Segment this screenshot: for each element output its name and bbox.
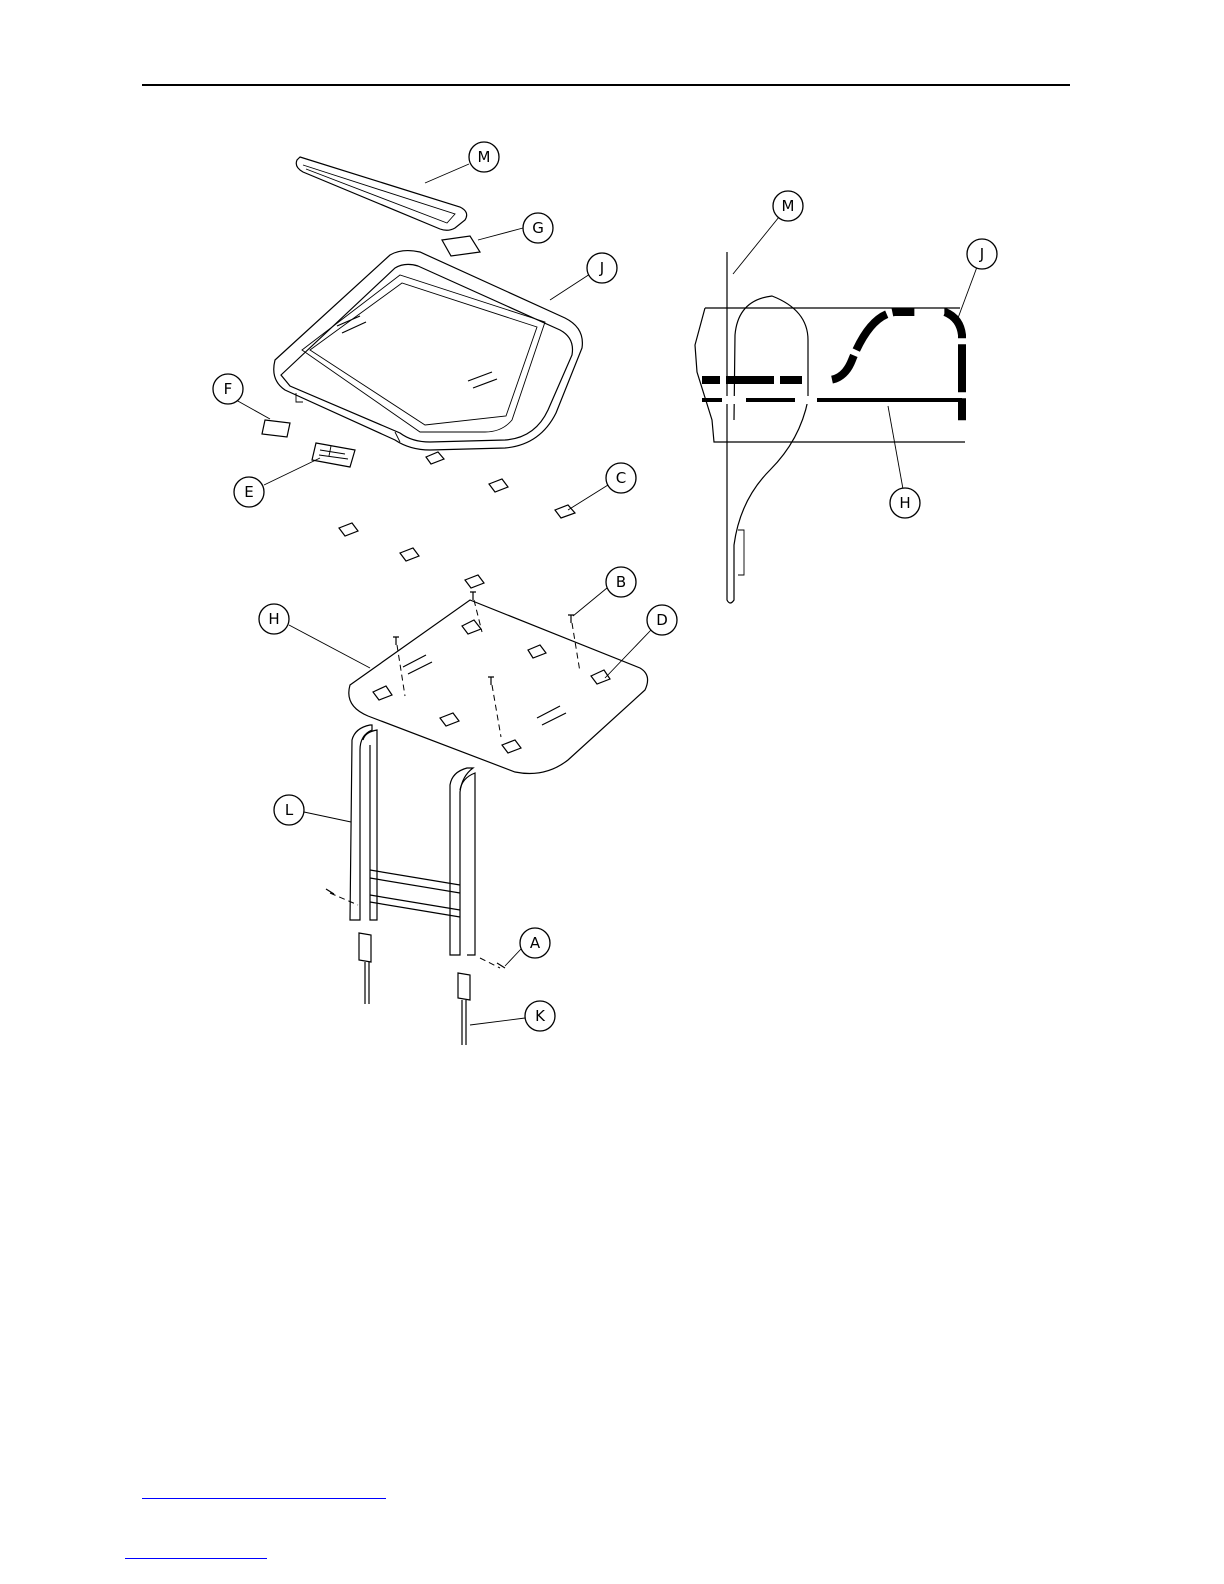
svg-text:K: K	[535, 1007, 546, 1025]
svg-text:L: L	[285, 801, 294, 819]
part-f-label	[262, 420, 290, 437]
callout-f: F	[213, 374, 243, 404]
svg-text:G: G	[532, 219, 544, 237]
svg-text:F: F	[224, 380, 233, 398]
svg-text:A: A	[530, 934, 541, 952]
callout-b: B	[606, 567, 636, 597]
callout-k: K	[525, 1001, 555, 1031]
callout-l: L	[274, 795, 304, 825]
svg-text:M: M	[782, 197, 795, 215]
svg-text:M: M	[478, 148, 491, 166]
svg-text:H: H	[899, 494, 910, 512]
svg-text:C: C	[616, 469, 626, 487]
svg-text:J: J	[979, 245, 984, 263]
part-c-pads	[339, 452, 575, 588]
exploded-view	[262, 157, 648, 1045]
part-h-seat-plate	[349, 592, 648, 774]
svg-text:J: J	[599, 259, 604, 277]
part-k-legs	[359, 933, 470, 1045]
callout-a: A	[520, 928, 550, 958]
footer-link-rule-2[interactable]	[125, 1558, 267, 1559]
callout-c: C	[606, 463, 636, 493]
part-l-frame	[326, 725, 505, 968]
callout-d: D	[647, 605, 677, 635]
callout-m: M	[469, 142, 499, 172]
section-callout-m: M	[773, 191, 803, 221]
svg-text:B: B	[616, 573, 626, 591]
svg-text:E: E	[244, 483, 253, 501]
footer-link-rule[interactable]	[142, 1498, 386, 1499]
part-m-armrest-pad	[296, 157, 466, 230]
section-leaders	[733, 217, 977, 489]
callout-j: J	[587, 253, 617, 283]
svg-text:H: H	[268, 610, 279, 628]
svg-text:D: D	[656, 611, 668, 629]
section-callout-h: H	[890, 488, 920, 518]
callout-h: H	[259, 604, 289, 634]
part-g-pad	[442, 236, 480, 256]
section-view	[695, 252, 965, 603]
section-callout-j: J	[967, 239, 997, 269]
callout-g: G	[523, 213, 553, 243]
exploded-leaders	[236, 164, 651, 1025]
part-e-nameplate	[312, 443, 355, 467]
part-j-seat-pan	[274, 251, 583, 450]
callout-e: E	[234, 477, 264, 507]
